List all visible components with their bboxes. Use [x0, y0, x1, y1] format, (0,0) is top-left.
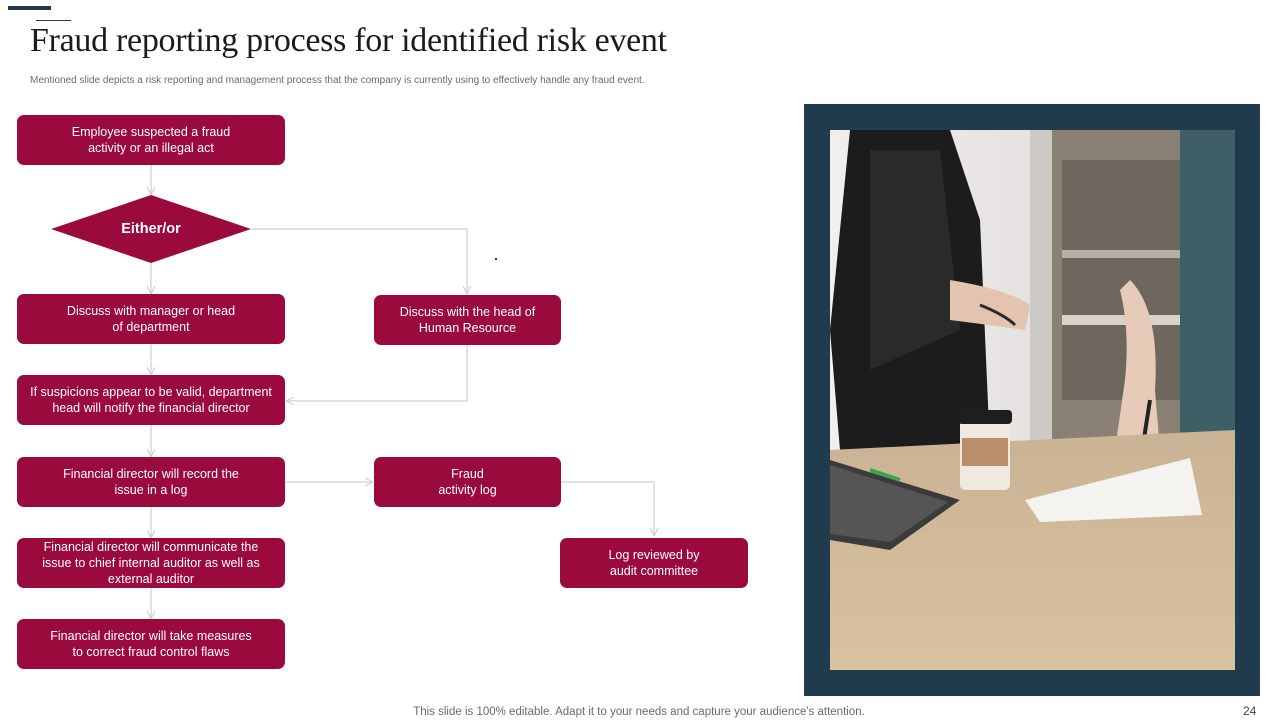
connector-hr-notify — [287, 345, 468, 401]
flow-step-notify: If suspicions appear to be valid, depart… — [17, 375, 285, 425]
stray-dot — [495, 258, 497, 260]
flow-step-record: Financial director will record the issue… — [17, 457, 285, 507]
flow-decision-label: Either/or — [121, 221, 181, 237]
accent-line — [36, 20, 71, 21]
connector-log-review — [561, 481, 654, 535]
accent-bar — [8, 6, 51, 10]
diamond-shape — [51, 195, 251, 263]
page-number: 24 — [1243, 704, 1257, 718]
flow-step-log: Fraud activity log — [374, 457, 561, 507]
flow-decision: Either/or — [51, 195, 251, 263]
photo-frame — [804, 104, 1260, 696]
flow-step-review: Log reviewed by audit committee — [560, 538, 748, 588]
footer-note: This slide is 100% editable. Adapt it to… — [413, 706, 865, 718]
flow-step-communicate: Financial director will communicate the … — [17, 538, 285, 588]
page-title: Fraud reporting process for identified r… — [30, 22, 667, 59]
flow-step-manager: Discuss with manager or head of departme… — [17, 294, 285, 344]
flow-step-measures: Financial director will take measures to… — [17, 619, 285, 669]
connector-decision-hr — [251, 228, 467, 293]
flow-step-start: Employee suspected a fraud activity or a… — [17, 115, 285, 165]
flow-step-hr: Discuss with the head of Human Resource — [374, 295, 561, 345]
office-meeting-photo — [830, 130, 1235, 670]
page-subtitle: Mentioned slide depicts a risk reporting… — [30, 75, 645, 86]
